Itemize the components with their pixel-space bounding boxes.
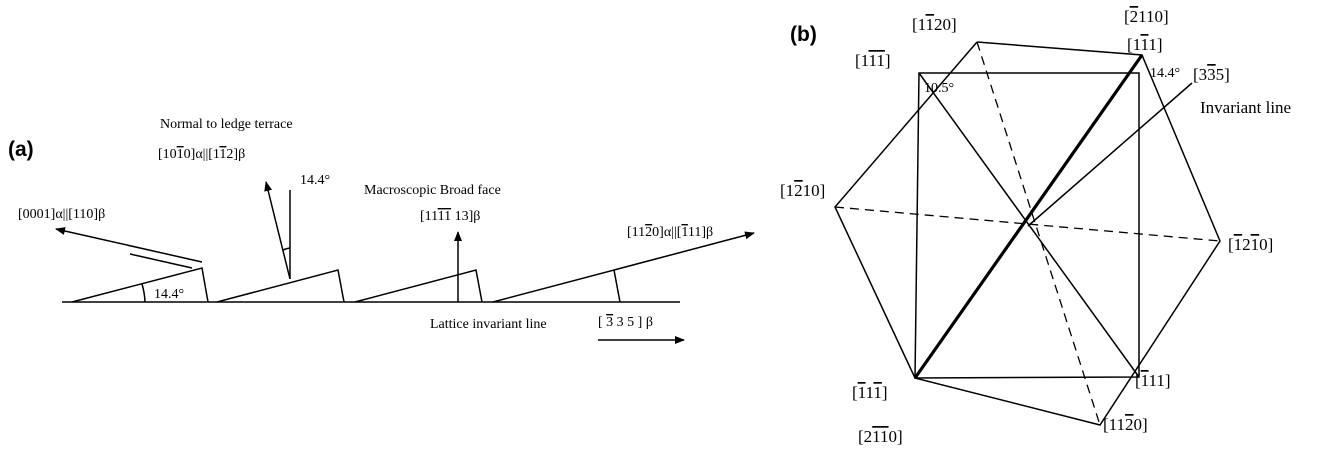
panel-a: (a) 14.4° [0001]α||[110]β 14.4° Normal t… xyxy=(8,117,755,344)
arrow-0001 xyxy=(55,227,203,263)
label-1-120: [1120] xyxy=(912,15,957,34)
broad-face-label: Macroscopic Broad face xyxy=(364,183,501,198)
panel-a-label: (a) xyxy=(8,138,34,161)
panel-b-label: (b) xyxy=(790,23,817,46)
ledge-2 xyxy=(216,269,345,303)
label-1-1-1-upper-left: [111] xyxy=(855,51,891,70)
label-1-1-1-lower-left: [111] xyxy=(852,383,888,402)
label-3-35: [335] xyxy=(1193,65,1230,84)
ledge-4 xyxy=(492,269,621,303)
label-2110: [2110] xyxy=(1124,7,1169,26)
angle-arc-top xyxy=(282,247,291,251)
ledge-3 xyxy=(354,269,483,303)
normal-terrace-label: Normal to ledge terrace xyxy=(160,117,293,132)
ledge-1 xyxy=(71,267,209,303)
angle-right-label: 14.4° xyxy=(1150,66,1180,81)
invariant-line-label: Invariant line xyxy=(1200,98,1291,117)
label-2-1-10: [2110] xyxy=(858,427,903,446)
normal-relation-label: [1010]α||[112]β xyxy=(158,147,245,162)
arrow-normal-terrace xyxy=(264,181,291,280)
label-121-0: [1210] xyxy=(1228,235,1273,254)
label-111-lower-right: [111] xyxy=(1135,371,1171,390)
label-11-20-bottom: [1120] xyxy=(1103,415,1148,434)
thick-diagonal xyxy=(913,54,1144,379)
angle-top-label: 14.4° xyxy=(300,173,330,188)
label-1-210: [1210] xyxy=(780,181,825,200)
lattice-line-label: Lattice invariant line xyxy=(430,317,547,332)
dashed-11-20 xyxy=(976,41,1101,426)
angle-arc-bottom xyxy=(141,283,146,303)
label-1-11-upper-right: [111] xyxy=(1127,35,1163,54)
angle-bottom-label: 14.4° xyxy=(154,287,184,302)
lattice-dir-label: [ 3 3 5 ] β xyxy=(598,315,653,330)
dashed-12-10 xyxy=(834,206,1221,242)
right-dir-label: [1120]α||[111]β xyxy=(627,225,713,240)
broad-face-dir-label: [1111 13]β xyxy=(420,209,480,224)
panel-b: (b) [1120] [2110] [111] [111] 10.5° 14.4… xyxy=(780,7,1291,446)
angle-left-label: 10.5° xyxy=(924,81,954,96)
left-dir-label: [0001]α||[110]β xyxy=(18,207,105,222)
hexagon xyxy=(834,41,1221,426)
arrow-11-20 xyxy=(613,231,755,271)
arrow-0001-parallel xyxy=(129,253,193,269)
invariant-line xyxy=(1027,82,1193,227)
